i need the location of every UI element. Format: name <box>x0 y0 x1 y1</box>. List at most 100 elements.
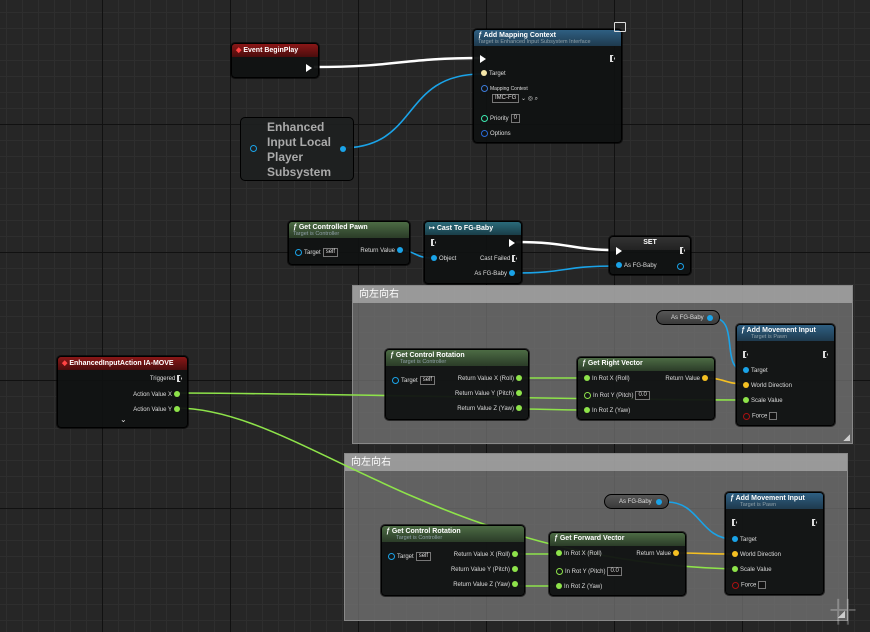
in-rot-z-pin[interactable]: In Rot Z (Yaw) <box>582 407 630 415</box>
resize-grip-icon[interactable] <box>838 611 845 618</box>
pin-dot-icon <box>516 390 522 397</box>
world-direction-pin[interactable]: World Direction <box>741 382 792 390</box>
exec-out-pin[interactable] <box>823 351 828 358</box>
return-value-y-pin[interactable]: Return Value Y (Pitch) <box>455 390 524 398</box>
get-control-rotation-node-2[interactable]: ƒ Get Control Rotation Target is Control… <box>381 525 525 596</box>
world-direction-pin[interactable]: World Direction <box>730 551 781 559</box>
function-icon: ƒ <box>741 327 745 334</box>
node-title: Add Movement Input <box>735 495 805 502</box>
pin-ring-icon <box>556 568 563 575</box>
enhanced-input-subsystem-node[interactable]: Enhanced Input Local Player Subsystem <box>240 117 354 181</box>
comment-title[interactable]: 向左向右 <box>345 454 847 471</box>
action-value-x-pin[interactable]: Action Value X <box>133 391 182 399</box>
event-begin-play-node[interactable]: ◆ Event BeginPlay <box>231 43 319 78</box>
add-movement-input-node-2[interactable]: ƒ Add Movement Input Target is Pawn Targ… <box>725 492 824 595</box>
exec-in-pin[interactable] <box>732 519 737 526</box>
object-pin[interactable]: Object <box>429 255 456 263</box>
function-icon: ƒ <box>390 352 394 359</box>
node-subtitle: Target is Pawn <box>740 502 777 508</box>
as-fg-baby-pin[interactable]: As FG-Baby <box>614 262 657 270</box>
expand-chevron-icon[interactable]: ⌄ <box>120 415 127 424</box>
in-rot-z-pin[interactable]: In Rot Z (Yaw) <box>554 583 602 591</box>
pin-dot-icon[interactable] <box>707 315 713 321</box>
triggered-pin[interactable]: Triggered <box>150 375 182 383</box>
output-pin-icon[interactable] <box>677 263 684 270</box>
return-value-pin[interactable]: Return Value <box>360 247 405 255</box>
target-pin[interactable]: Target <box>730 536 757 544</box>
add-movement-input-node-1[interactable]: ƒ Add Movement Input Target is Pawn Targ… <box>736 324 835 426</box>
return-value-y-pin[interactable]: Return Value Y (Pitch) <box>451 566 520 574</box>
set-node[interactable]: SET As FG-Baby <box>609 236 691 275</box>
mapping-context-pin[interactable]: Mapping Context <box>479 85 528 93</box>
action-value-y-pin[interactable]: Action Value Y <box>133 406 182 414</box>
return-value-x-pin[interactable]: Return Value X (Roll) <box>458 375 524 383</box>
node-title: Get Controlled Pawn <box>298 224 368 231</box>
force-checkbox[interactable] <box>769 412 778 420</box>
pin-dot-icon <box>673 550 679 557</box>
pin-ring-icon <box>481 115 488 122</box>
cast-to-fg-baby-node[interactable]: ↦ Cast To FG-Baby Object Cast Failed As … <box>424 221 522 284</box>
mapping-context-select[interactable]: IMC-FG ⌄ ◎ ⌕ <box>490 94 538 103</box>
in-rot-x-pin[interactable]: In Rot X (Roll) <box>582 375 630 383</box>
pin-dot-icon <box>516 405 522 412</box>
return-value-pin[interactable]: Return Value <box>636 550 681 558</box>
force-pin[interactable]: Force <box>730 581 767 590</box>
exec-out-pin[interactable] <box>509 239 515 247</box>
node-title: Get Control Rotation <box>391 528 461 535</box>
as-fg-baby-pin[interactable]: As FG-Baby <box>474 270 517 278</box>
exec-out-pin[interactable] <box>680 247 685 254</box>
get-forward-vector-node[interactable]: ƒ Get Forward Vector In Rot X (Roll) In … <box>549 532 686 596</box>
return-value-z-pin[interactable]: Return Value Z (Yaw) <box>453 581 520 589</box>
in-rot-x-pin[interactable]: In Rot X (Roll) <box>554 550 602 558</box>
enhanced-input-action-node[interactable]: ◆ EnhancedInputAction IA-MOVE Triggered … <box>57 356 188 428</box>
return-value-z-pin[interactable]: Return Value Z (Yaw) <box>457 405 524 413</box>
exec-in-pin[interactable] <box>431 239 436 246</box>
scale-value-pin[interactable]: Scale Value <box>730 566 772 574</box>
pin-ring-icon <box>743 412 750 420</box>
exec-out-pin[interactable] <box>610 55 615 62</box>
target-pin[interactable]: Target <box>479 70 506 78</box>
get-right-vector-node[interactable]: ƒ Get Right Vector In Rot X (Roll) In Ro… <box>577 357 715 420</box>
return-value-x-pin[interactable]: Return Value X (Roll) <box>454 551 520 559</box>
resize-grip-icon[interactable] <box>843 434 850 441</box>
add-mapping-context-node[interactable]: ƒ Add Mapping Context Target is Enhanced… <box>473 29 622 143</box>
pin-ring-icon <box>481 85 488 92</box>
in-rot-y-pin[interactable]: In Rot Y (Pitch)0.0 <box>582 391 650 400</box>
node-title: ◆ Event BeginPlay <box>236 47 299 54</box>
exec-out-pin[interactable] <box>812 519 817 526</box>
pin-dot-icon <box>512 551 518 558</box>
comment-title[interactable]: 向左向右 <box>353 286 852 303</box>
exec-out-pin[interactable] <box>306 64 312 72</box>
exec-in-pin[interactable] <box>480 55 486 63</box>
pin-dot-icon <box>481 70 487 77</box>
in-rot-y-pin[interactable]: In Rot Y (Pitch)0.0 <box>554 567 622 576</box>
scale-value-pin[interactable]: Scale Value <box>741 397 783 405</box>
cast-failed-pin[interactable]: Cast Failed <box>480 255 517 263</box>
force-pin[interactable]: Force <box>741 412 778 421</box>
exec-out-icon <box>177 375 182 382</box>
exec-in-pin[interactable] <box>616 247 622 255</box>
get-controlled-pawn-node[interactable]: ƒ Get Controlled Pawn Target is Controll… <box>288 221 410 265</box>
event-diamond-icon: ◆ <box>62 360 68 367</box>
force-checkbox[interactable] <box>758 581 767 589</box>
node-title: Add Mapping Context <box>483 32 556 39</box>
as-fg-baby-variable-node[interactable]: As FG-Baby <box>656 310 720 325</box>
node-title: Add Movement Input <box>746 327 816 334</box>
return-value-pin[interactable] <box>340 146 346 152</box>
object-wire <box>341 73 483 149</box>
pin-dot-icon <box>397 247 403 254</box>
exec-in-pin[interactable] <box>743 351 748 358</box>
pin-ring-icon <box>388 553 395 560</box>
pin-dot-icon[interactable] <box>656 499 662 505</box>
as-fg-baby-variable-node[interactable]: As FG-Baby <box>604 494 669 509</box>
pin-ring-icon[interactable] <box>250 145 257 152</box>
return-value-pin[interactable]: Return Value <box>665 375 710 383</box>
get-control-rotation-node-1[interactable]: ƒ Get Control Rotation Target is Control… <box>385 349 529 420</box>
node-title: EnhancedInputAction IA-MOVE <box>69 360 174 367</box>
target-pin[interactable]: Target <box>741 367 768 375</box>
options-pin[interactable]: Options <box>479 130 511 138</box>
